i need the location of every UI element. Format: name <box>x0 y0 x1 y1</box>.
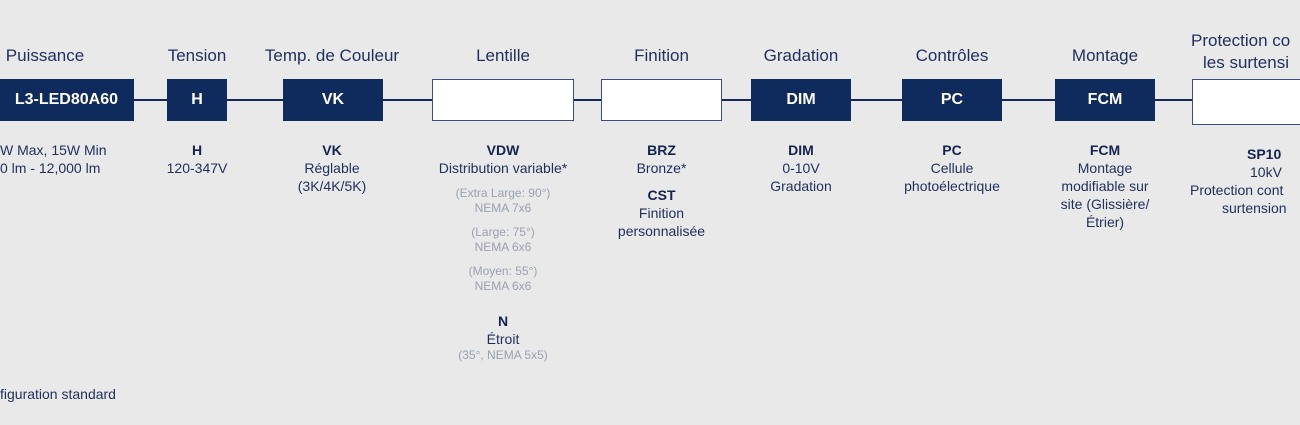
option-desc-controles: PC Cellule photoélectrique <box>887 141 1017 195</box>
option-code: CST <box>647 187 676 203</box>
code-box-controles: PC <box>902 79 1002 121</box>
desc-line: 0 lm - 12,000 lm <box>0 160 101 176</box>
lens-sub-a: (Extra Large: 90°) <box>455 186 551 200</box>
option-desc-temp-couleur: VK Réglable (3K/4K/5K) <box>272 141 392 195</box>
option-desc-tension: H 120-347V <box>152 141 242 177</box>
code-box-lentille <box>432 79 574 121</box>
code-box-puissance: L3-LED80A60 <box>0 79 134 121</box>
desc-line: Montage <box>1077 160 1133 176</box>
desc-line: Réglable <box>304 160 360 176</box>
footer-note: figuration standard <box>0 386 116 402</box>
desc-line: personnalisée <box>617 223 706 239</box>
desc-line: Distribution variable* <box>438 160 568 176</box>
option-desc-puissance: W Max, 15W Min 0 lm - 12,000 lm <box>0 141 125 177</box>
desc-line: Finition <box>638 205 685 221</box>
code-box-protection <box>1192 79 1300 125</box>
desc-line: W Max, 15W Min <box>0 142 107 158</box>
desc-line: Étroit <box>486 331 520 347</box>
option-desc-montage: FCM Montage modifiable sur site (Glissiè… <box>1045 141 1165 231</box>
option-code: BRZ <box>647 142 676 158</box>
desc-line: 10kV <box>1250 164 1282 180</box>
option-code: PC <box>942 142 962 158</box>
desc-line: (3K/4K/5K) <box>297 178 367 194</box>
column-header: Contrôles <box>915 46 989 65</box>
column-header: Puissance <box>5 46 85 65</box>
option-desc-finition: BRZ Bronze* CST Finition personnalisée <box>596 141 727 240</box>
desc-line: surtension <box>1222 200 1287 216</box>
option-desc-protection: SP10 10kV Protection cont surtension <box>1190 145 1300 217</box>
column-header: Lentille <box>476 46 530 65</box>
desc-line: Gradation <box>770 178 832 194</box>
column-header: Gradation <box>763 46 839 65</box>
lens-sub-b: NEMA 7x6 <box>474 201 532 215</box>
column-header: Montage <box>1071 46 1139 65</box>
header-line: les surtensi <box>1203 53 1289 72</box>
column-protection: Protection co les surtensi SP10 10kV Pro… <box>1185 0 1300 425</box>
lens-sub-a: (35°, NEMA 5x5) <box>458 348 548 362</box>
option-code: VDW <box>486 142 520 158</box>
code-box-finition <box>601 79 722 121</box>
option-code: H <box>191 142 203 158</box>
desc-line: 0-10V <box>782 160 820 176</box>
lens-sub-a: (Large: 75°) <box>471 225 535 239</box>
code-box-temp-couleur: VK <box>283 79 383 121</box>
option-desc-gradation: DIM 0-10V Gradation <box>751 141 851 195</box>
desc-line: modifiable sur <box>1061 178 1149 194</box>
column-header: Tension <box>167 46 227 65</box>
header-line: Protection co <box>1191 31 1291 50</box>
column-header: Protection co les surtensi <box>1191 30 1290 74</box>
option-code: DIM <box>788 142 814 158</box>
desc-line: Étrier) <box>1085 214 1125 230</box>
desc-line: Bronze* <box>636 160 687 176</box>
option-code: FCM <box>1089 142 1121 158</box>
lens-sub-b: NEMA 6x6 <box>474 279 532 293</box>
desc-line: photoélectrique <box>904 178 1000 194</box>
desc-line: Protection cont <box>1190 182 1284 198</box>
desc-line: site (Glissière/ <box>1060 196 1150 212</box>
code-box-montage: FCM <box>1055 79 1155 121</box>
option-code: SP10 <box>1247 146 1282 162</box>
code-box-tension: H <box>167 79 227 121</box>
lens-sub-b: NEMA 6x6 <box>474 240 532 254</box>
code-box-gradation: DIM <box>751 79 851 121</box>
desc-line: 120-347V <box>166 160 228 176</box>
column-header: Temp. de Couleur <box>264 46 400 65</box>
desc-line: Cellule <box>930 160 974 176</box>
column-header: Finition <box>634 46 689 65</box>
lens-sub-a: (Moyen: 55°) <box>468 264 538 278</box>
option-code: VK <box>322 142 342 158</box>
option-code: N <box>497 313 509 329</box>
option-desc-lentille: VDW Distribution variable* (Extra Large:… <box>418 141 588 363</box>
